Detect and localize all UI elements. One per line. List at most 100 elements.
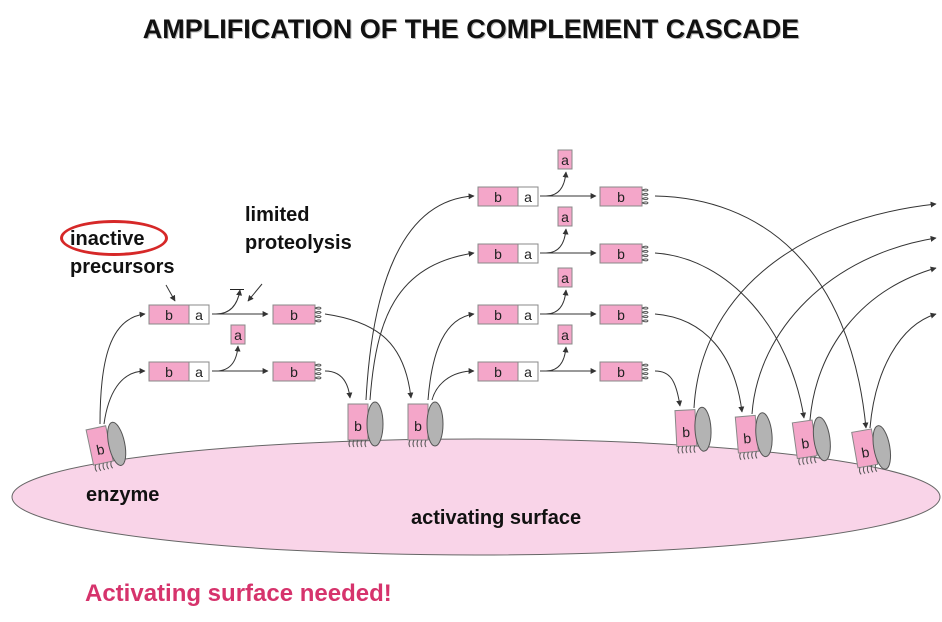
inactive-highlight-ring [60,220,168,256]
binding-site-frills [408,439,427,448]
label-precursors-text: precursors [70,256,175,278]
enzyme-to-precursor-arrow [369,250,475,401]
label-dash: — [230,275,244,302]
binding-site-frills [641,306,649,323]
label-limited: limited [245,202,309,229]
enzyme-to-precursor-arrow [427,311,475,401]
fragment-b-box [599,304,643,325]
fragment-a-box [230,324,246,345]
enzyme-to-precursor-arrow [99,311,146,425]
fragment-b-letter: b [682,424,691,440]
activating-surface-membrane [11,438,941,556]
enzyme-to-precursor-arrow [365,193,475,401]
fragment-b-letter: b [860,444,871,461]
fragment-a-letter: a [195,307,203,323]
enzyme-oval [694,406,712,452]
fragment-a-letter: a [195,364,203,380]
enzyme-oval [366,401,384,447]
fragment-a-box [557,206,573,227]
fragment-a-letter: a [524,246,532,262]
label-proteolysis-text: proteolysis [245,232,352,254]
onward-arrow [869,312,937,429]
label-activating-surface-text: activating surface [411,507,582,529]
fragment-b-letter: b [414,418,422,434]
fragment-a-box [517,186,539,207]
release-arrow [545,289,569,315]
binding-arrow [654,370,683,407]
released-a-fragment: a [557,206,573,227]
fragment-b-letter: b [95,441,106,458]
label-precursors: precursors [70,254,175,281]
fragment-b-letter: b [800,435,810,452]
binding-arrow [654,195,869,429]
released-a-fragment: a [230,324,246,345]
label-limited-text: limited [245,204,310,226]
fragment-b-letter: b [494,189,502,205]
binding-arrow [654,252,807,419]
fragment-a-letter: a [561,152,569,168]
fragment-b-letter: b [494,307,502,323]
binding-arrow [324,370,353,399]
fragment-b-box [272,361,316,382]
activated-b-fragment: b [599,243,649,264]
fragment-a-letter: a [561,209,569,225]
activated-b-fragment: b [599,361,649,382]
fragment-b-letter: b [617,189,625,205]
binding-site-frills [798,455,817,466]
fragment-a-box [557,267,573,288]
release-arrow [215,289,243,315]
label-enzyme-text: enzyme [86,484,160,506]
release-arrow [545,346,569,372]
release-arrow [545,228,569,254]
fragment-a-box [517,304,539,325]
fragment-a-box [188,361,210,382]
fragment-b-letter: b [617,364,625,380]
onward-arrow [693,201,937,409]
activated-b-fragment: b [272,304,322,325]
fragment-b-box [599,243,643,264]
released-a-fragment: a [557,267,573,288]
surface-bound-enzyme: b [791,416,831,466]
binding-arrow [324,313,414,399]
fragment-a-letter: a [524,307,532,323]
binding-site-frills [641,363,649,380]
binding-arrow [654,313,745,413]
pointer-arrow [247,283,263,302]
activated-b-fragment: b [599,186,649,207]
fragment-b-letter: b [617,246,625,262]
cascade-arrows [99,171,937,429]
enzyme-oval [107,421,127,466]
fragment-b-letter: b [354,418,362,434]
fragment-b-box [272,304,316,325]
binding-site-frills [348,439,367,448]
onward-arrow [751,235,937,415]
binding-site-frills [641,188,649,205]
surface-bound-enzyme: b [85,421,127,472]
enzyme-oval [812,416,831,462]
fragment-b-box [599,186,643,207]
page-title: AMPLIFICATION OF THE COMPLEMENT CASCADE [142,14,800,44]
fragment-a-box [188,304,210,325]
fragment-a-letter: a [524,189,532,205]
released-a-fragment: a [557,149,573,170]
fragment-a-letter: a [561,327,569,343]
pointer-arrow [165,284,176,302]
release-arrow [545,171,569,197]
fragment-a-letter: a [524,364,532,380]
label-enzyme: enzyme [86,482,159,509]
surface-bound-enzyme: b [347,401,384,448]
enzyme-oval [755,412,773,458]
binding-site-frills [641,245,649,262]
binding-site-frills [739,451,758,461]
fragment-b-letter: b [494,246,502,262]
binding-site-frills [94,461,114,472]
fragment-a-box [557,324,573,345]
fragment-b-letter: b [494,364,502,380]
surface-bound-enzyme: b [734,412,773,461]
fragment-a-letter: a [561,270,569,286]
